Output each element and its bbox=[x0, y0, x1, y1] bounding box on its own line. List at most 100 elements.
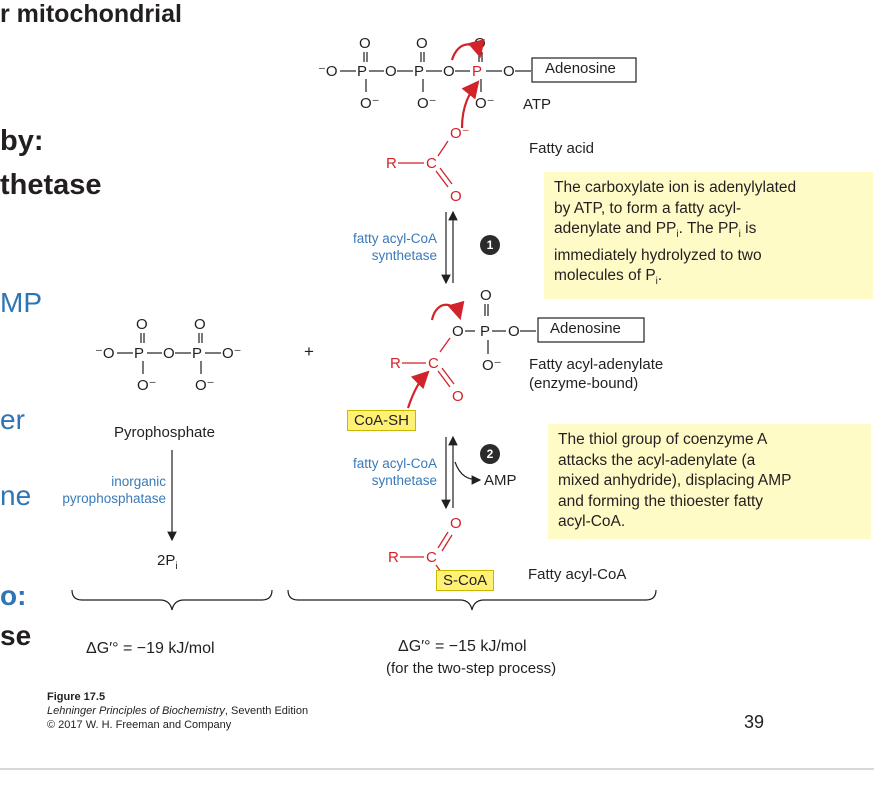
two-pi-sub: i bbox=[175, 561, 178, 572]
step-2-badge: 2 bbox=[480, 444, 500, 464]
svg-text:O⁻: O⁻ bbox=[195, 377, 215, 394]
note2-line: The thiol group of coenzyme A bbox=[558, 431, 768, 448]
svg-text:O: O bbox=[480, 287, 492, 304]
plus-sign: + bbox=[304, 342, 314, 361]
two-pi-label: 2Pi bbox=[157, 552, 178, 572]
slide-text-fragment: se bbox=[0, 620, 32, 651]
note2-line: acyl-CoA. bbox=[558, 513, 626, 530]
pyrophosphatase-line2: pyrophosphatase bbox=[62, 491, 166, 506]
svg-text:P: P bbox=[472, 63, 482, 80]
pyrophosphatase-line1: inorganic bbox=[111, 474, 166, 489]
fatty-acid-label: Fatty acid bbox=[529, 140, 595, 157]
svg-text:O⁻: O⁻ bbox=[475, 95, 495, 112]
note1-line: by ATP, to form a fatty acyl- bbox=[554, 199, 742, 217]
acyl-coa-structure: O R C bbox=[388, 515, 462, 577]
svg-text:O: O bbox=[452, 388, 464, 405]
slide-heading-fragment: r mitochondrial bbox=[0, 0, 182, 28]
svg-text:P: P bbox=[357, 63, 367, 80]
note1-line: molecules of Pi. bbox=[554, 266, 863, 293]
note1-text: adenylate and PP bbox=[554, 220, 677, 237]
svg-text:P: P bbox=[480, 323, 490, 340]
enzyme-name-line2: synthetase bbox=[371, 473, 437, 488]
svg-text:O: O bbox=[503, 63, 515, 80]
svg-text:P: P bbox=[192, 345, 202, 362]
svg-text:⁻O: ⁻O bbox=[95, 345, 115, 362]
svg-text:O: O bbox=[452, 323, 464, 340]
svg-text:O⁻: O⁻ bbox=[222, 345, 242, 362]
adenosine-label-atp: Adenosine bbox=[545, 60, 616, 77]
delta-g-two-step: ΔG′° = −15 kJ/mol bbox=[398, 638, 527, 655]
pyrophosphate-structure: ⁻O P O O⁻ O P O O⁻ O⁻ bbox=[95, 316, 242, 394]
two-pi-text: 2P bbox=[157, 552, 176, 569]
svg-text:O: O bbox=[194, 316, 206, 333]
slide-text-fragment: MP bbox=[0, 287, 42, 318]
acyl-adenylate-line1: Fatty acyl-adenylate bbox=[529, 356, 664, 373]
caption-book-line: Lehninger Principles of Biochemistry, Se… bbox=[47, 704, 308, 718]
delta-g-note: (for the two-step process) bbox=[386, 660, 557, 677]
slide-text-fragment: er bbox=[0, 404, 25, 435]
svg-text:O: O bbox=[163, 345, 175, 362]
svg-text:C: C bbox=[428, 355, 439, 372]
inorganic-pyrophosphatase-label: inorganic pyrophosphatase bbox=[40, 473, 166, 507]
fatty-acyl-coa-label: Fatty acyl-CoA bbox=[528, 566, 627, 583]
acyl-adenylate-structure: O P O O⁻ O R C O bbox=[390, 287, 645, 405]
note1-text: is bbox=[740, 220, 757, 237]
slide-text-fragment: ne bbox=[0, 480, 32, 511]
svg-text:P: P bbox=[134, 345, 144, 362]
page-number: 39 bbox=[744, 712, 765, 732]
acyl-adenylate-line2: (enzyme-bound) bbox=[529, 375, 639, 392]
note1-line: immediately hydrolyzed to two bbox=[554, 246, 762, 264]
enzyme-label-step2: fatty acyl-CoA synthetase bbox=[315, 455, 437, 489]
slide-bullet-fragment: by: bbox=[0, 125, 44, 157]
enzyme-label-step1: fatty acyl-CoA synthetase bbox=[315, 230, 437, 264]
coa-sh-box: CoA-SH bbox=[347, 410, 417, 431]
note2-line: and forming the thioester fatty bbox=[558, 492, 764, 510]
note-step1: The carboxylate ion is adenylylated by A… bbox=[544, 172, 873, 299]
svg-text:O: O bbox=[450, 515, 462, 532]
note1-sub: i bbox=[738, 229, 741, 241]
svg-text:O⁻: O⁻ bbox=[482, 357, 502, 374]
note1-line: The carboxylate ion is adenylylated bbox=[554, 179, 797, 196]
caption-title: Figure 17.5 bbox=[47, 691, 106, 703]
note1-sub: i bbox=[655, 276, 658, 288]
caption-book: Lehninger Principles of Biochemistry bbox=[47, 705, 225, 717]
slide-text-fragment: o: bbox=[0, 580, 27, 611]
svg-text:O⁻: O⁻ bbox=[450, 125, 470, 142]
svg-text:O⁻: O⁻ bbox=[417, 95, 437, 112]
svg-text:O: O bbox=[508, 323, 520, 340]
note1-sub: i bbox=[676, 229, 679, 241]
note1-text: . bbox=[657, 267, 663, 285]
amp-label: AMP bbox=[484, 472, 517, 489]
adenosine-label-adenylate: Adenosine bbox=[550, 320, 621, 337]
enzyme-name-line1: fatty acyl-CoA bbox=[352, 231, 437, 246]
svg-text:O: O bbox=[385, 63, 397, 80]
svg-text:R: R bbox=[388, 549, 399, 566]
svg-text:R: R bbox=[386, 155, 397, 172]
atp-label: ATP bbox=[523, 96, 552, 113]
svg-text:⁻O: ⁻O bbox=[318, 63, 338, 80]
svg-text:O: O bbox=[450, 188, 462, 205]
note1-line: adenylate and PPi. The PPi is bbox=[554, 219, 863, 246]
svg-text:O: O bbox=[443, 63, 455, 80]
note1-text: molecules of P bbox=[554, 267, 656, 285]
step-1-badge: 1 bbox=[480, 235, 500, 255]
note1-text: . The PP bbox=[678, 220, 739, 237]
fatty-acid-structure: O⁻ R C O bbox=[386, 125, 470, 205]
caption-edition: , Seventh Edition bbox=[224, 705, 309, 717]
svg-text:O⁻: O⁻ bbox=[360, 95, 380, 112]
figure-caption: Figure 17.5 Lehninger Principles of Bioc… bbox=[47, 690, 308, 732]
svg-text:R: R bbox=[390, 355, 401, 372]
svg-text:O: O bbox=[359, 35, 371, 52]
enzyme-name-line2: synthetase bbox=[371, 248, 437, 263]
slide-bullet-fragment: thetase bbox=[0, 169, 102, 201]
svg-text:C: C bbox=[426, 155, 437, 172]
caption-copyright: © 2017 W. H. Freeman and Company bbox=[47, 719, 232, 731]
svg-text:O: O bbox=[136, 316, 148, 333]
note2-line: attacks the acyl-adenylate (a bbox=[558, 451, 756, 469]
s-coa-box: S-CoA bbox=[436, 570, 495, 591]
svg-text:P: P bbox=[414, 63, 424, 80]
enzyme-name-line1: fatty acyl-CoA bbox=[352, 456, 437, 471]
svg-text:O⁻: O⁻ bbox=[137, 377, 157, 394]
svg-text:C: C bbox=[426, 549, 437, 566]
